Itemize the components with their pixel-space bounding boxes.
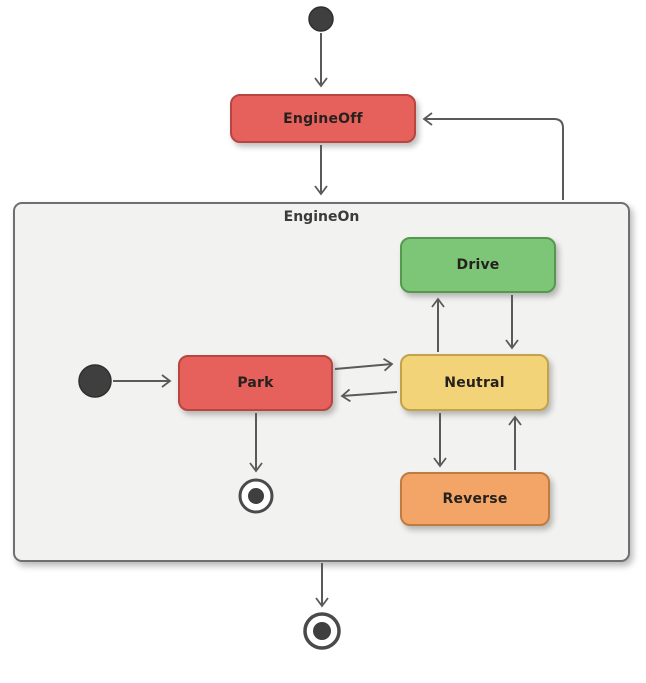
state-reverse-label: Reverse [442, 491, 508, 507]
state-neutral-label: Neutral [444, 374, 505, 391]
final-state-dot [313, 622, 331, 640]
transition-engineon-to-engineoff [422, 112, 564, 200]
state-neutral: Neutral [400, 354, 549, 411]
state-engine-off: EngineOff [230, 94, 416, 143]
state-drive: Drive [400, 237, 556, 293]
state-park-label: Park [237, 375, 274, 391]
state-drive-label: Drive [456, 257, 500, 273]
final-state-node [303, 612, 341, 650]
state-park: Park [178, 355, 333, 411]
state-engine-on-label: EngineOn [283, 209, 360, 225]
state-reverse: Reverse [400, 472, 550, 526]
state-engine-off-label: EngineOff [283, 110, 363, 127]
initial-state-node [308, 6, 334, 32]
